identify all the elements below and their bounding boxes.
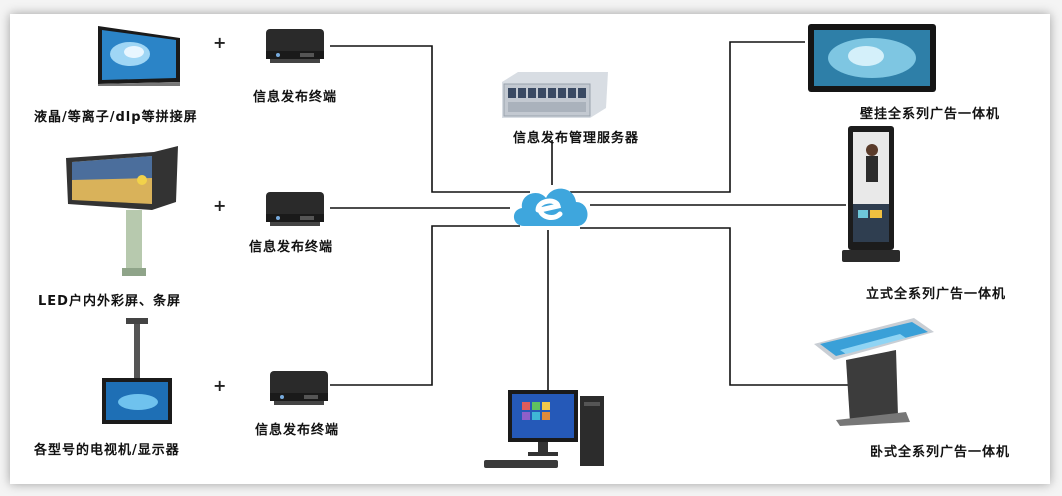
plus-sign-3: + bbox=[213, 376, 227, 395]
link-table-kiosk bbox=[580, 227, 850, 386]
video-wall-icon bbox=[98, 26, 180, 86]
link-wall-display bbox=[570, 41, 805, 193]
video-wall-label: 液晶/等离子/dlp等拼接屏 bbox=[34, 110, 198, 125]
ceiling-tv-icon bbox=[102, 318, 172, 424]
plus-sign-2: + bbox=[213, 196, 227, 215]
table-kiosk-icon bbox=[814, 318, 934, 426]
server-icon bbox=[502, 72, 608, 118]
terminal-box-icon-2 bbox=[266, 192, 324, 226]
terminal-label-2: 信息发布终端 bbox=[249, 240, 334, 255]
tv-monitor-label: 各型号的电视机/显示器 bbox=[34, 443, 180, 458]
wall-display-icon bbox=[808, 24, 936, 92]
plus-sign-1: + bbox=[213, 33, 227, 52]
terminal-box-icon-3 bbox=[270, 371, 328, 405]
terminal-box-icon-1 bbox=[266, 29, 324, 63]
standing-kiosk-icon bbox=[842, 126, 900, 262]
wall-display-label: 壁挂全系列广告一体机 bbox=[860, 107, 1001, 122]
standing-kiosk-label: 立式全系列广告一体机 bbox=[866, 287, 1007, 302]
terminal-label-1: 信息发布终端 bbox=[253, 90, 338, 105]
cloud-hub-icon bbox=[513, 188, 588, 226]
table-kiosk-label: 卧式全系列广告一体机 bbox=[870, 445, 1011, 460]
terminal-label-3: 信息发布终端 bbox=[255, 423, 340, 438]
server-label: 信息发布管理服务器 bbox=[513, 131, 640, 146]
link-terminal1 bbox=[330, 45, 530, 193]
billboard-icon bbox=[66, 146, 178, 276]
link-terminal3 bbox=[330, 225, 520, 386]
desktop-pc-icon bbox=[484, 390, 604, 468]
led-screen-label: LED户内外彩屏、条屏 bbox=[38, 294, 181, 309]
